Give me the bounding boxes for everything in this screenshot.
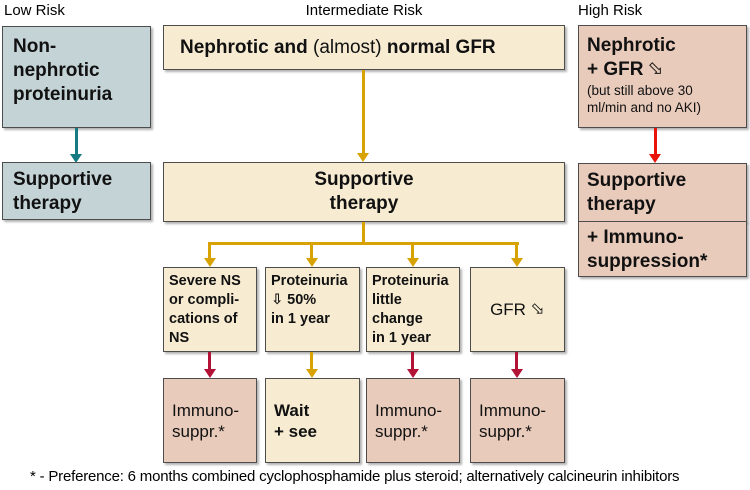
gfr-label-with-icon: GFR ⇩ [490,297,550,322]
branch-drop-4 [515,242,518,259]
box-branch-1-outcome: Immuno- suppr.* [163,378,257,463]
arrow-branch-1-head [204,369,216,378]
arrow-branch-1-line [208,352,211,370]
box-branch-4-condition: GFR ⇩ [470,267,565,352]
gfr-declining-icon: ⇩ [643,56,670,83]
box-intermediate-therapy: Supportive therapy [163,162,565,222]
box-branch-2-outcome: Wait + see [265,378,360,463]
branch-stem [362,222,365,245]
branch-head-1 [204,258,216,267]
arrow-branch-3-head [407,369,419,378]
high-risk-title: Nephrotic + GFR ⇩ [587,35,676,83]
box-branch-2-condition: Proteinuria ⇩ 50% in 1 year [265,267,360,352]
arrow-intermediate-head [357,153,369,162]
arrow-branch-2-head [306,369,318,378]
branch-head-2 [306,258,318,267]
arrow-intermediate-line [362,70,365,154]
branch-drop-1 [208,242,211,259]
arrow-low-risk-head [70,154,82,163]
box-high-risk-therapy: Supportive therapy [578,163,747,222]
branch-head-4 [511,258,523,267]
arrow-high-risk-head [649,154,661,163]
box-high-risk-immunosuppression: + Immuno- suppression* [578,220,747,277]
box-branch-1-condition: Severe NS or compli- cations of NS [163,267,257,352]
box-branch-4-outcome: Immuno- suppr.* [470,378,565,463]
footnote: * - Preference: 6 months combined cyclop… [30,468,680,485]
header-low-risk: Low Risk [4,2,65,19]
branch-bar [208,242,519,245]
box-high-risk-condition: Nephrotic + GFR ⇩ (but still above 30 ml… [578,25,747,128]
high-risk-note: (but still above 30 ml/min and no AKI) [587,83,702,115]
gfr-declining-icon: ⇩ [526,297,550,322]
arrow-branch-4-line [515,352,518,370]
arrow-low-risk-line [75,128,78,155]
box-low-risk-condition: Non- nephrotic proteinuria [2,26,151,128]
branch-drop-2 [310,242,313,259]
intermediate-condition-text: Nephrotic and (almost) normal GFR [180,36,496,58]
box-branch-3-outcome: Immuno- suppr.* [366,378,460,463]
arrow-branch-4-head [511,369,523,378]
box-branch-3-condition: Proteinuria little change in 1 year [366,267,460,352]
arrow-branch-2-line [310,352,313,370]
box-intermediate-condition: Nephrotic and (almost) normal GFR [163,25,565,70]
arrow-branch-3-line [411,352,414,370]
header-high-risk: High Risk [578,2,643,19]
header-intermediate-risk: Intermediate Risk [305,2,423,19]
branch-drop-3 [411,242,414,259]
box-low-risk-therapy: Supportive therapy [2,162,151,220]
branch-head-3 [407,258,419,267]
arrow-high-risk-line [654,128,657,155]
